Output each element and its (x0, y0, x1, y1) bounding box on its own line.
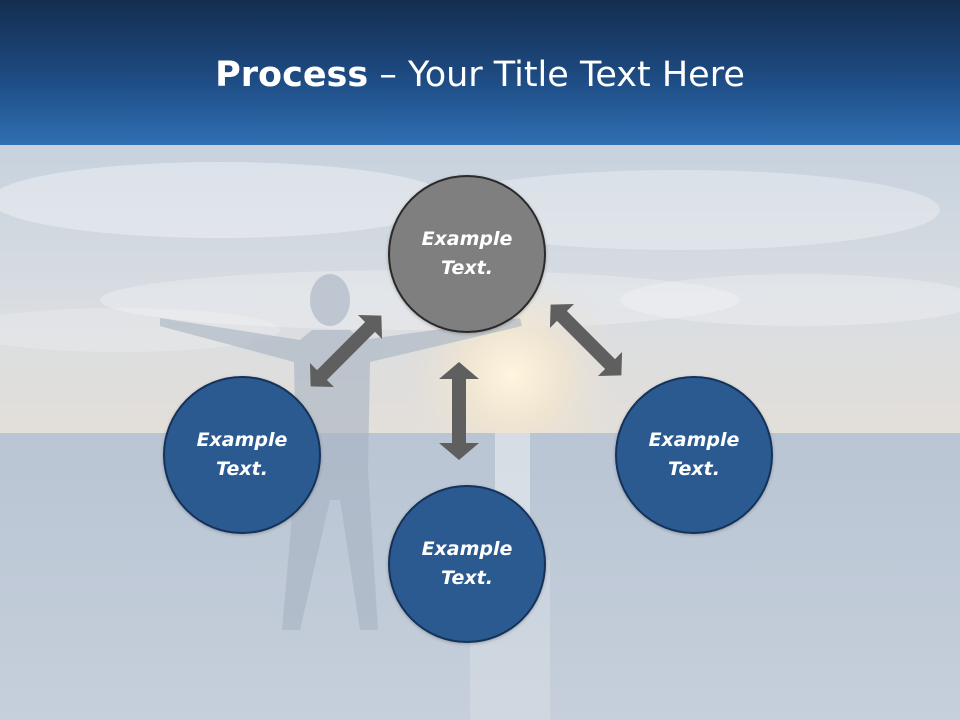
node-line2: Text. (216, 458, 268, 480)
node-line1: Example (421, 538, 513, 560)
title-bold: Process (215, 55, 369, 95)
node-line1: Example (648, 429, 740, 451)
node-line1: Example (421, 228, 513, 250)
node-line2: Text. (441, 567, 493, 589)
node-line1: Example (196, 429, 288, 451)
title-bar: Process – Your Title Text Here (0, 0, 960, 145)
title-rest: – Your Title Text Here (368, 55, 745, 95)
slide-title: Process – Your Title Text Here (0, 50, 960, 100)
node-line2: Text. (441, 257, 493, 279)
node-line2: Text. (668, 458, 720, 480)
